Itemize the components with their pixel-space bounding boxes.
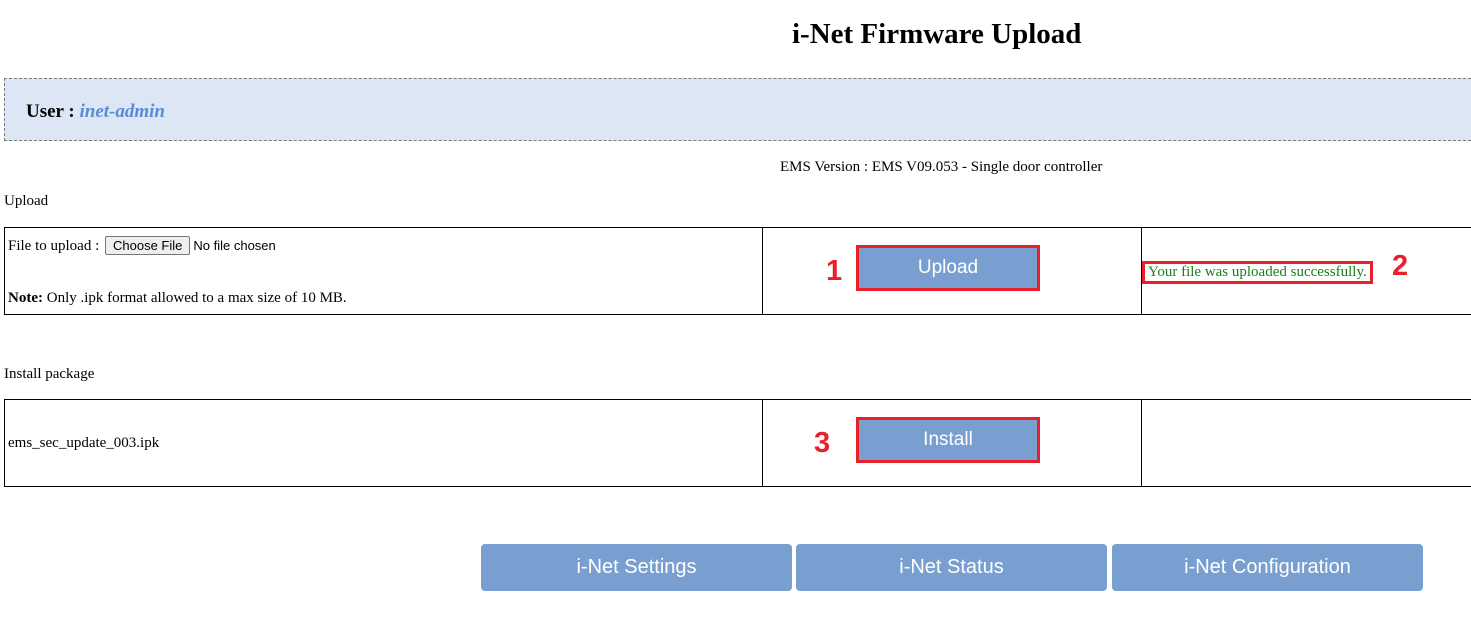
install-button-cell: 3 Install <box>762 399 1142 487</box>
install-button[interactable]: Install <box>856 417 1040 463</box>
note-label: Note: <box>8 290 43 306</box>
inet-settings-button[interactable]: i-Net Settings <box>481 544 792 591</box>
page-title: i-Net Firmware Upload <box>792 18 1082 50</box>
step-marker-1: 1 <box>826 255 843 287</box>
inet-configuration-button[interactable]: i-Net Configuration <box>1112 544 1423 591</box>
install-table: ems_sec_update_003.ipk 3 Install <box>4 399 1471 487</box>
user-info: User : inet-admin <box>26 101 165 123</box>
install-section-label: Install package <box>4 366 95 382</box>
step-marker-3: 3 <box>814 427 831 459</box>
package-name: ems_sec_update_003.ipk <box>8 435 160 451</box>
package-cell: ems_sec_update_003.ipk <box>4 399 763 487</box>
no-file-chosen-text: No file chosen <box>193 238 276 253</box>
upload-note: Note: Only .ipk format allowed to a max … <box>8 290 347 307</box>
upload-button[interactable]: Upload <box>856 245 1040 291</box>
upload-status-cell: Your file was uploaded successfully. 2 <box>1141 227 1471 315</box>
install-status-cell <box>1141 399 1471 487</box>
upload-section-label: Upload <box>4 193 49 209</box>
page-header: i-Net Firmware Upload <box>0 18 1471 58</box>
step-marker-2: 2 <box>1392 250 1409 282</box>
upload-button-label: Upload <box>862 251 1034 285</box>
inet-status-button[interactable]: i-Net Status <box>796 544 1107 591</box>
choose-file-button[interactable]: Choose File <box>105 236 191 255</box>
note-text: Only .ipk format allowed to a max size o… <box>46 290 347 306</box>
user-label: User : <box>26 101 75 122</box>
upload-success-message: Your file was uploaded successfully. <box>1142 261 1373 284</box>
file-to-upload-label: File to upload : <box>8 238 100 254</box>
user-name: inet-admin <box>79 101 165 122</box>
user-bar: User : inet-admin <box>4 78 1471 141</box>
ems-version: EMS Version : EMS V09.053 - Single door … <box>780 159 1103 175</box>
install-button-label: Install <box>862 423 1034 457</box>
upload-button-cell: 1 Upload <box>762 227 1142 315</box>
